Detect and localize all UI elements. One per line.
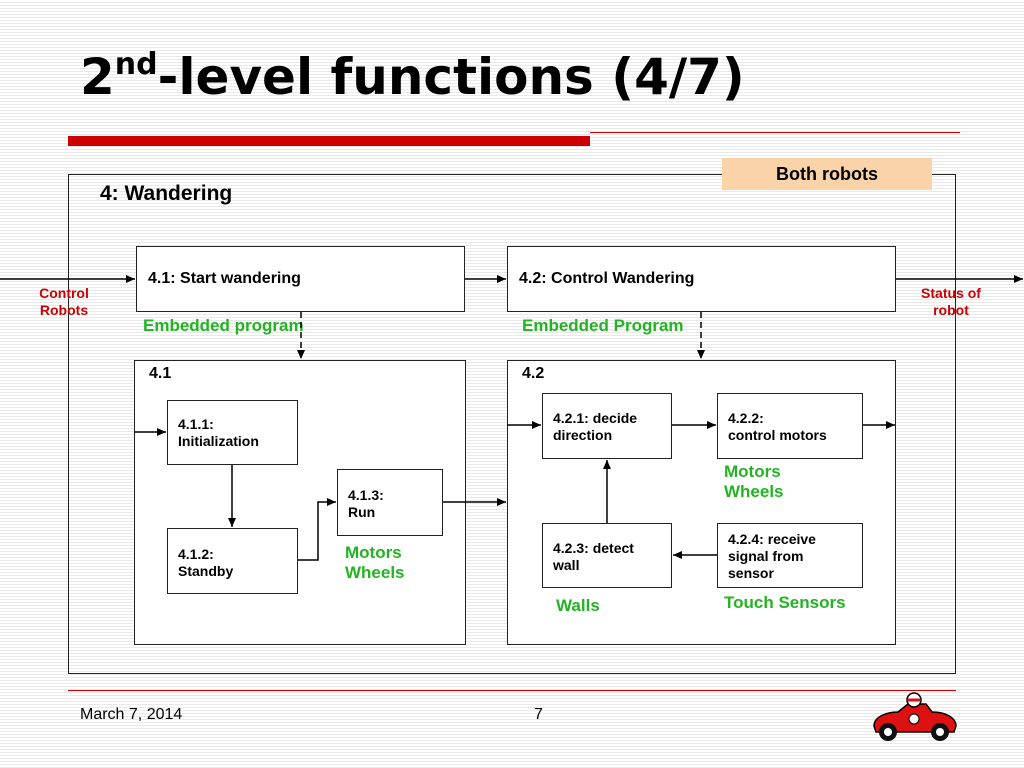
title-underline-bar — [68, 136, 590, 146]
race-car-icon — [873, 692, 957, 741]
group-4-2-label: 4.2 — [522, 365, 545, 382]
page-number: 7 — [534, 706, 543, 723]
box-4-2-2: 4.2.2:control motors — [717, 393, 863, 459]
group-4-1-label: 4.1 — [149, 365, 172, 382]
box-4-1-3: 4.1.3:Run — [337, 469, 443, 536]
note-4-2: Embedded Program — [522, 316, 684, 335]
box-4-2-label: 4.2: Control Wandering — [519, 270, 695, 287]
note-4-2-3: Walls — [556, 596, 600, 615]
box-4-1-1: 4.1.1:Initialization — [167, 400, 298, 465]
box-4-1-label: 4.1: Start wandering — [148, 270, 301, 287]
box-4-1: 4.1: Start wandering — [136, 246, 465, 312]
box-4-1-2: 4.1.2:Standby — [167, 528, 298, 594]
box-4-1-1-label: 4.1.1:Initialization — [178, 416, 259, 449]
wandering-frame — [68, 174, 956, 674]
note-4-1: Embedded program — [143, 316, 304, 335]
footer-date: March 7, 2014 — [80, 706, 183, 723]
note-4-2-4: Touch Sensors — [724, 593, 846, 612]
box-4-1-3-label: 4.1.3:Run — [348, 487, 384, 520]
both-robots-badge: Both robots — [722, 158, 932, 190]
arrow-4-1-2-to-4-1-3 — [298, 498, 336, 561]
box-4-2: 4.2: Control Wandering — [507, 246, 896, 312]
footer-rule — [68, 690, 956, 691]
frame-label: 4: Wandering — [100, 182, 233, 205]
box-4-2-2-label: 4.2.2:control motors — [728, 410, 827, 443]
slide-title: 2nd-level functions (4/7) — [80, 47, 745, 106]
title-underline-line — [590, 132, 960, 133]
box-4-1-2-label: 4.1.2:Standby — [178, 546, 234, 579]
